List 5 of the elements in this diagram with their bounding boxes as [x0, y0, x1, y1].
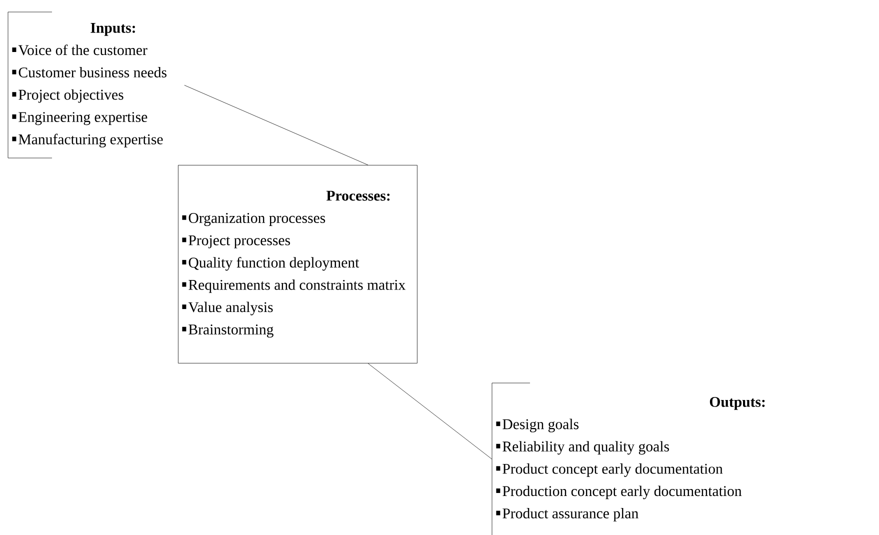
connector-line	[368, 363, 492, 460]
bracket-box: Inputs: Voice of the customer Customer business needs Project objectives Engineering expertise Manufacturing expertise	[8, 12, 166, 158]
bracket-box: Outputs: Design goals Reliability and quality goals Product concept early documentation Production concept early documentation Product assurance plan	[492, 382, 765, 535]
process-box: Processes: Organization processes Project processes Quality function deployment Requirements and constraints matrix Value analysis Brainstorming	[178, 165, 418, 364]
connector-line	[184, 85, 368, 166]
